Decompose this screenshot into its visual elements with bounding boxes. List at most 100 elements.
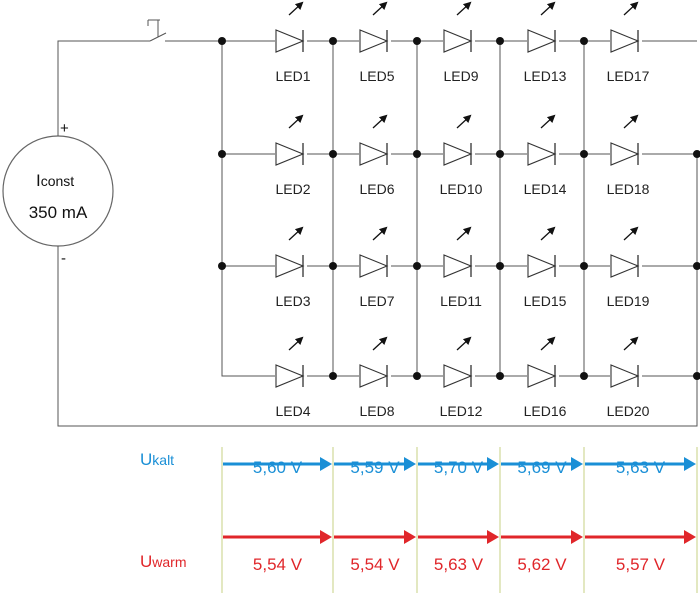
junction-node [496, 37, 504, 45]
junction-node [693, 150, 700, 158]
led-label: LED2 [275, 181, 310, 197]
junction-node [693, 262, 700, 270]
led-label: LED13 [524, 68, 567, 84]
junction-node [413, 150, 421, 158]
junction-node [413, 372, 421, 380]
diode-triangle [443, 254, 473, 278]
led-led4: LED4 [275, 336, 311, 419]
diode-triangle [359, 29, 389, 53]
emission-arrow [288, 114, 304, 129]
diode-triangle [610, 364, 640, 388]
u-warm-segment: 5,62 V [501, 530, 583, 574]
led-led6: LED6 [359, 114, 395, 197]
led-led13: LED13 [524, 1, 567, 84]
junction-node [413, 37, 421, 45]
source-current-value: 350 mA [29, 203, 88, 222]
junction-node [329, 262, 337, 270]
u-kalt-segment: 5,69 V [501, 457, 583, 477]
source-name-main: I [36, 171, 41, 190]
polarity-plus: + [60, 120, 69, 137]
led-label: LED12 [440, 403, 483, 419]
junction-node [329, 372, 337, 380]
led-label: LED6 [359, 181, 394, 197]
junction-node [496, 262, 504, 270]
led-led12: LED12 [440, 336, 483, 419]
u-kalt-value: 5,69 V [517, 458, 567, 477]
emission-arrow [372, 114, 388, 129]
led-led11: LED11 [440, 226, 482, 309]
u-warm-value: 5,54 V [350, 555, 400, 574]
led-led20: LED20 [607, 336, 650, 419]
u-warm-arrow-head [320, 530, 332, 544]
u-warm-value: 5,54 V [253, 555, 303, 574]
polarity-minus: - [61, 250, 66, 267]
led-led8: LED8 [359, 336, 395, 419]
diode-triangle [359, 142, 389, 166]
junction-node [693, 372, 700, 380]
row-wires [222, 40, 697, 377]
emission-arrow [372, 1, 388, 16]
led-grid: LED1LED2LED3LED4LED5LED6LED7LED8LED9LED1… [275, 1, 650, 419]
led-led9: LED9 [443, 1, 479, 84]
u-warm-row: 5,54 V 5,54 V 5,63 V 5,62 V 5,57 V [223, 530, 696, 574]
u-kalt-sub: kalt [152, 452, 174, 468]
emission-arrow [288, 1, 304, 16]
diode-triangle [527, 142, 557, 166]
led-label: LED18 [607, 181, 650, 197]
u-kalt-segment: 5,70 V [418, 457, 499, 477]
led-label: LED9 [443, 68, 478, 84]
u-warm-segment: 5,54 V [223, 530, 332, 574]
emission-arrow [372, 336, 388, 351]
diode-triangle [610, 254, 640, 278]
led-label: LED8 [359, 403, 394, 419]
u-warm-value: 5,57 V [616, 555, 666, 574]
led-led10: LED10 [440, 114, 483, 197]
led-label: LED17 [607, 68, 650, 84]
u-warm-value: 5,63 V [434, 555, 484, 574]
switch [147, 19, 167, 42]
emission-arrow [540, 114, 556, 129]
diode-triangle [443, 364, 473, 388]
u-kalt-arrow-head [487, 457, 499, 471]
led-label: LED3 [275, 293, 310, 309]
junction-nodes [218, 37, 700, 380]
u-kalt-arrow-head [571, 457, 583, 471]
u-warm-arrow-head [404, 530, 416, 544]
led-label: LED1 [275, 68, 310, 84]
led-led15: LED15 [524, 226, 567, 309]
u-kalt-segment: 5,59 V [334, 457, 416, 477]
led-label: LED20 [607, 403, 650, 419]
diode-triangle [443, 142, 473, 166]
emission-arrow [288, 336, 304, 351]
current-source: Iconst 350 mA [2, 135, 114, 247]
emission-arrow [540, 226, 556, 241]
led-label: LED4 [275, 403, 310, 419]
u-warm-value: 5,62 V [517, 555, 567, 574]
u-warm-label: Uwarm [140, 552, 187, 571]
junction-node [580, 150, 588, 158]
u-kalt-segment: 5,60 V [223, 457, 332, 477]
led-led2: LED2 [275, 114, 311, 197]
diode-triangle [527, 254, 557, 278]
emission-arrow [372, 226, 388, 241]
diode-triangle [610, 29, 640, 53]
svg-text:Iconst: Iconst [36, 171, 74, 190]
emission-arrow [623, 336, 639, 351]
u-warm-arrow-head [571, 530, 583, 544]
emission-arrow [623, 114, 639, 129]
led-label: LED15 [524, 293, 567, 309]
junction-node [413, 262, 421, 270]
emission-arrow [623, 226, 639, 241]
junction-node [496, 372, 504, 380]
u-kalt-label: Ukalt [140, 450, 174, 469]
u-warm-segment: 5,54 V [334, 530, 416, 574]
emission-arrow [456, 114, 472, 129]
junction-node [218, 150, 226, 158]
led-label: LED10 [440, 181, 483, 197]
junction-node [329, 150, 337, 158]
diode-triangle [359, 254, 389, 278]
led-led14: LED14 [524, 114, 567, 197]
led-led3: LED3 [275, 226, 311, 309]
diode-triangle [275, 29, 305, 53]
